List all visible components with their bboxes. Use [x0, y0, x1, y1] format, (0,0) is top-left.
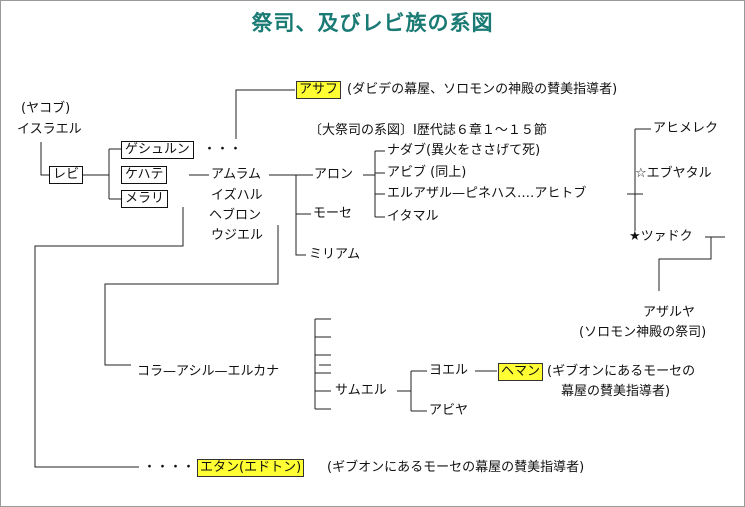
node-korah-line: コラ—アシル—エルカナ [137, 364, 280, 379]
node-miriam: ミリアム [309, 247, 361, 262]
node-merari: メラリ [121, 190, 169, 208]
node-asaph-note: (ダビデの幕屋、ソロモンの神殿の賛美指導者) [347, 82, 618, 97]
node-izhar: イズハル [211, 188, 263, 203]
node-abiathar: ☆エブヤタル [635, 166, 712, 181]
node-asaph: アサフ [296, 81, 342, 99]
node-gershon: ゲシュルン [121, 141, 194, 159]
node-kohath: ケハテ [121, 166, 168, 184]
node-israel: イスラエル [17, 122, 82, 137]
node-heman-note-1: (ギブオンにあるモーセの [547, 364, 696, 379]
node-aaron: アロン [314, 167, 354, 182]
node-ahimelech: アヒメレク [653, 121, 719, 136]
node-uzziel: ウジエル [211, 228, 264, 243]
node-levi: レビ [49, 166, 84, 184]
node-heman-note-2: 幕屋の賛美指導者) [561, 384, 671, 399]
node-amram: アムラム [211, 167, 262, 182]
high-priest-label: 〔大祭司の系図〕Ⅰ歴代誌６章１～１５節 [309, 123, 547, 138]
node-azariah-note: (ソロモン神殿の祭司) [579, 325, 707, 340]
node-ethan: エタン(エドトン) [197, 459, 305, 477]
node-hebron: ヘブロン [209, 208, 262, 223]
node-nadab: ナダブ(異火をささげて死) [387, 143, 541, 158]
node-abijah: アビヤ [429, 403, 469, 418]
node-moses: モーセ [313, 206, 353, 221]
node-joel: ヨエル [429, 363, 469, 378]
node-gershon-dots: ・・・ [203, 142, 243, 157]
node-ethan-note: (ギブオンにあるモーセの幕屋の賛美指導者) [327, 460, 585, 475]
node-ethan-dots: ・・・・ [143, 460, 196, 475]
node-heman: ヘマン [498, 363, 544, 381]
node-samuel: サムエル [335, 383, 387, 398]
node-zadok: ★ツァドク [629, 229, 693, 244]
node-jacob: (ヤコブ) [21, 101, 71, 116]
diagram-title: 祭司、及びレビ族の系図 [251, 10, 494, 35]
node-eleazar-line: エルアザル—ピネハス‥‥アヒトブ [387, 186, 587, 201]
node-azariah: アザルヤ [643, 305, 696, 320]
node-abihu: アビブ (同上) [387, 165, 467, 180]
node-ithamar: イタマル [387, 209, 439, 224]
